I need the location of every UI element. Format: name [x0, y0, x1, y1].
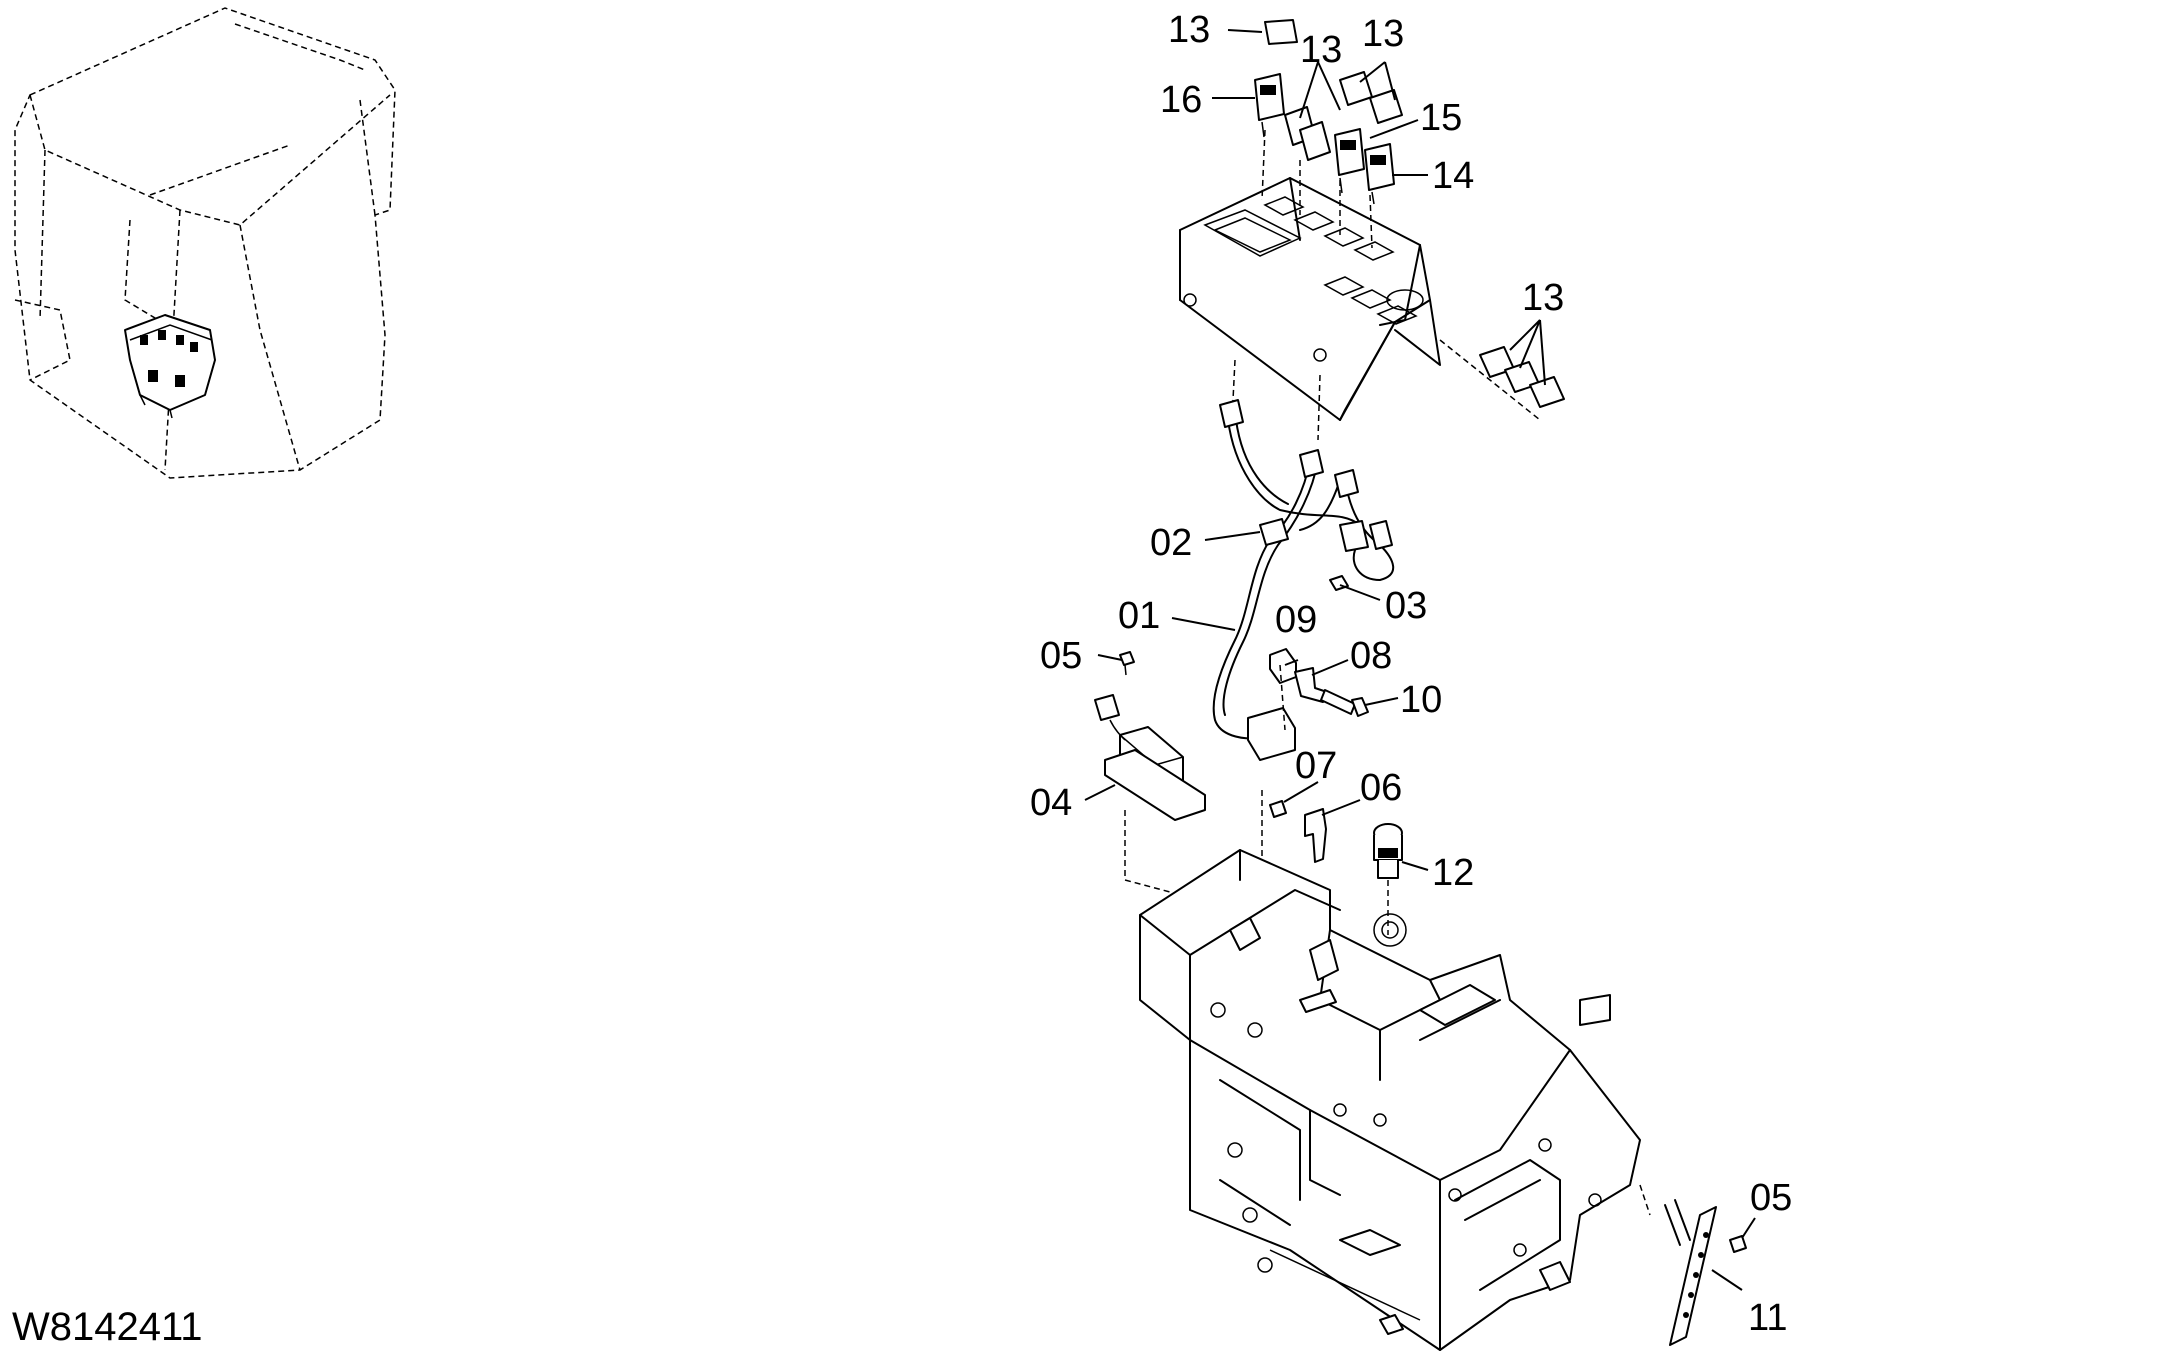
mounting-strip-11 [1664, 1199, 1717, 1346]
callout-05b: 05 [1750, 1177, 1792, 1219]
callout-labels: 13 13 13 16 15 14 13 02 03 01 09 08 05 1… [1030, 9, 1792, 1339]
switch-12 [1373, 823, 1403, 879]
callout-02: 02 [1150, 522, 1192, 564]
callout-05a: 05 [1040, 635, 1082, 677]
callout-13a: 13 [1168, 9, 1210, 51]
bolt-10 [1320, 689, 1369, 717]
screw-07 [1269, 800, 1287, 818]
callout-13b: 13 [1300, 29, 1342, 71]
callout-16: 16 [1160, 79, 1202, 121]
bracket-06 [1304, 808, 1327, 863]
callout-08: 08 [1350, 635, 1392, 677]
rocker-switches [1254, 73, 1395, 205]
callout-07: 07 [1295, 745, 1337, 787]
drawing-number: W8142411 [12, 1305, 203, 1349]
callout-03: 03 [1385, 585, 1427, 627]
callout-13d: 13 [1522, 277, 1564, 319]
alignment-line-09 [1279, 664, 1286, 731]
relay-04 [1094, 694, 1206, 821]
clamp-09 [1269, 648, 1297, 684]
callout-06: 06 [1360, 767, 1402, 809]
callout-04: 04 [1030, 782, 1072, 824]
console-locator-icon [124, 314, 216, 419]
alignment-line-frame [1639, 1184, 1651, 1216]
cab-locator-view [14, 7, 396, 479]
wiring-harness [1212, 399, 1395, 761]
callout-09: 09 [1275, 599, 1317, 641]
callout-11: 11 [1748, 1297, 1787, 1339]
callout-14: 14 [1432, 155, 1474, 197]
screw-05-top [1119, 651, 1135, 676]
alignment-lines-top [1231, 129, 1541, 441]
switch-panel-cover [1179, 177, 1441, 421]
leader-lines [1084, 29, 1756, 1291]
callout-12: 12 [1432, 852, 1474, 894]
callout-13c: 13 [1362, 13, 1404, 55]
callout-10: 10 [1400, 679, 1442, 721]
callout-15: 15 [1420, 97, 1462, 139]
switch-caps [1264, 19, 1565, 408]
screw-05-bottom [1729, 1235, 1747, 1253]
console-frame [1139, 849, 1641, 1351]
callout-01: 01 [1118, 595, 1160, 637]
